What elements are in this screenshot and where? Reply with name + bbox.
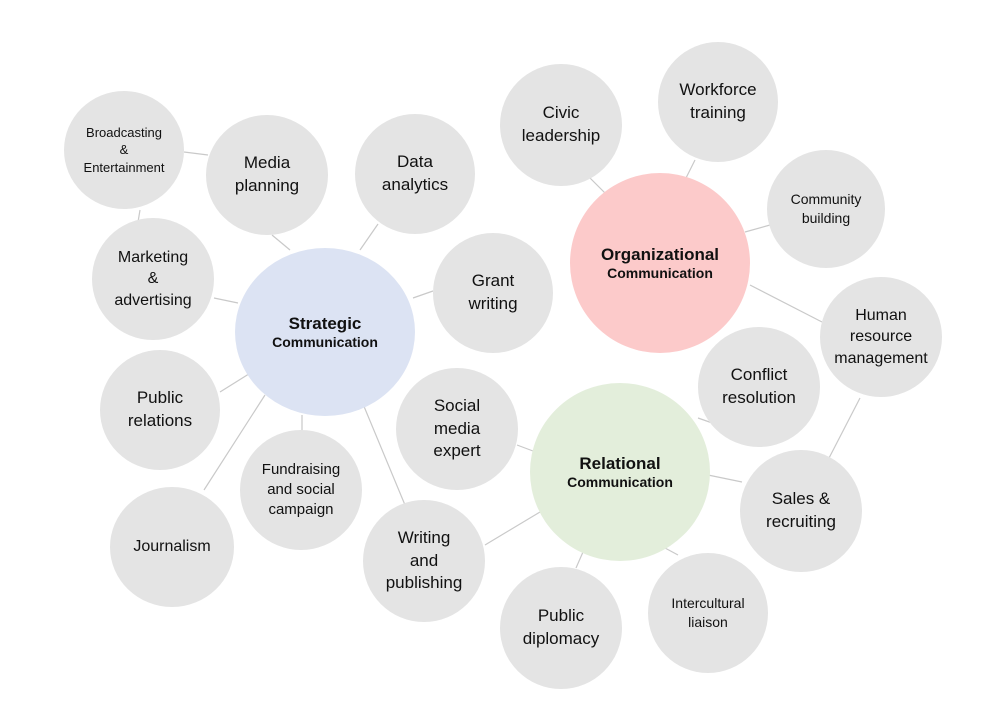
connector-line bbox=[484, 511, 541, 546]
hub-relational-title: Relational bbox=[579, 453, 661, 473]
node-sales-recruiting: Sales & recruiting bbox=[740, 450, 862, 572]
connector-line bbox=[203, 394, 266, 491]
node-human-resource-management: Human resource management bbox=[820, 277, 942, 397]
connector-line bbox=[359, 223, 379, 251]
hub-strategic-subtitle: Communication bbox=[272, 333, 378, 350]
node-workforce-training: Workforce training bbox=[658, 42, 778, 162]
hub-organizational-subtitle: Communication bbox=[607, 264, 713, 281]
hub-relational-subtitle: Communication bbox=[567, 473, 673, 490]
node-public-relations: Public relations bbox=[100, 350, 220, 470]
connector-line bbox=[219, 371, 253, 393]
connector-line bbox=[664, 547, 679, 556]
node-grant-writing: Grant writing bbox=[433, 233, 553, 353]
node-civic-leadership: Civic leadership bbox=[500, 64, 622, 186]
connector-line bbox=[183, 151, 209, 156]
connector-line bbox=[749, 284, 823, 323]
hub-strategic-title: Strategic bbox=[288, 313, 362, 333]
connector-line bbox=[575, 551, 584, 569]
node-data-analytics: Data analytics bbox=[355, 114, 475, 234]
connector-line bbox=[213, 297, 239, 304]
connector-line bbox=[412, 290, 434, 299]
hub-organizational-title: Organizational bbox=[600, 244, 720, 264]
connector-line bbox=[362, 403, 406, 506]
node-media-planning: Media planning bbox=[206, 115, 328, 235]
node-marketing-advertising: Marketing & advertising bbox=[92, 218, 214, 340]
node-fundraising-social-campaign: Fundraising and social campaign bbox=[240, 430, 362, 550]
node-conflict-resolution: Conflict resolution bbox=[698, 327, 820, 447]
node-writing-publishing: Writing and publishing bbox=[363, 500, 485, 622]
node-public-diplomacy: Public diplomacy bbox=[500, 567, 622, 689]
node-community-building: Community building bbox=[767, 150, 885, 268]
connector-line bbox=[744, 224, 771, 233]
node-journalism: Journalism bbox=[110, 487, 234, 607]
connector-line bbox=[271, 234, 291, 251]
node-intercultural-liaison: Intercultural liaison bbox=[648, 553, 768, 673]
node-broadcasting-entertainment: Broadcasting & Entertainment bbox=[64, 91, 184, 209]
connector-line bbox=[516, 444, 534, 452]
connector-line bbox=[707, 474, 743, 483]
connector-line bbox=[589, 177, 606, 194]
connector-line bbox=[827, 397, 861, 461]
node-social-media-expert: Social media expert bbox=[396, 368, 518, 490]
